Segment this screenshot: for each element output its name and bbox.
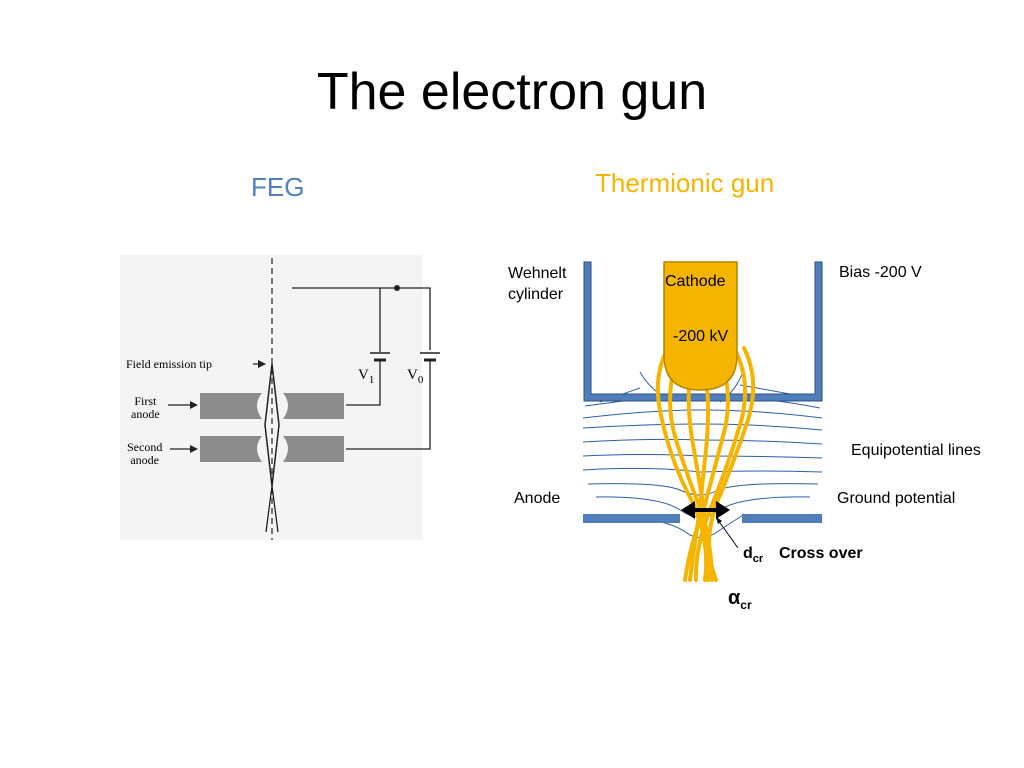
anode-plate-right <box>742 514 822 523</box>
ground-potential-label: Ground potential <box>837 490 956 507</box>
first-anode-right <box>283 393 344 419</box>
feg-tip-label: Field emission tip <box>126 357 213 371</box>
equipotential-label: Equipotential lines <box>851 442 981 459</box>
crossover-pointer-head <box>716 517 722 524</box>
electron-beam <box>655 346 756 582</box>
first-anode-left <box>200 393 262 419</box>
cathode <box>663 261 738 391</box>
crossover-arrow-right-head <box>716 501 730 519</box>
tip-arrow-head <box>258 360 266 368</box>
cross-over-label: Cross over <box>779 545 863 562</box>
crossover-pointer-line <box>717 519 739 549</box>
cathode-voltage-label: -200 kV <box>673 328 729 345</box>
beam-ray-left <box>265 485 273 533</box>
wehnelt-cylinder <box>583 261 823 402</box>
feg-v1-label: V1 <box>358 367 375 386</box>
slide-title: The electron gun <box>316 63 708 121</box>
circuit-first-anode-wire <box>346 360 381 406</box>
second-anode-right <box>283 436 344 462</box>
circuit-junction <box>394 285 400 291</box>
first-anode-arrow-head <box>190 401 198 409</box>
cathode-label: Cathode <box>665 273 726 290</box>
beam-ray-right <box>271 485 279 533</box>
alpha-cr-label: αcr <box>728 587 752 613</box>
crossover-arrow-left-head <box>681 501 695 519</box>
thermionic-heading: Thermionic gun <box>595 168 775 198</box>
anode-plate-left <box>583 514 680 523</box>
bias-label: Bias -200 V <box>839 264 922 281</box>
second-anode-arrow-head <box>190 445 198 453</box>
d-cr-label: dcr <box>743 545 764 566</box>
circuit-second-anode-wire <box>346 360 431 450</box>
feg-v0-label: V0 <box>407 367 424 386</box>
feg-heading: FEG <box>251 172 305 202</box>
second-anode-left <box>200 436 262 462</box>
equipotential-lines <box>582 371 823 539</box>
circuit-top-wire <box>292 287 431 350</box>
anode-label: Anode <box>514 490 561 507</box>
